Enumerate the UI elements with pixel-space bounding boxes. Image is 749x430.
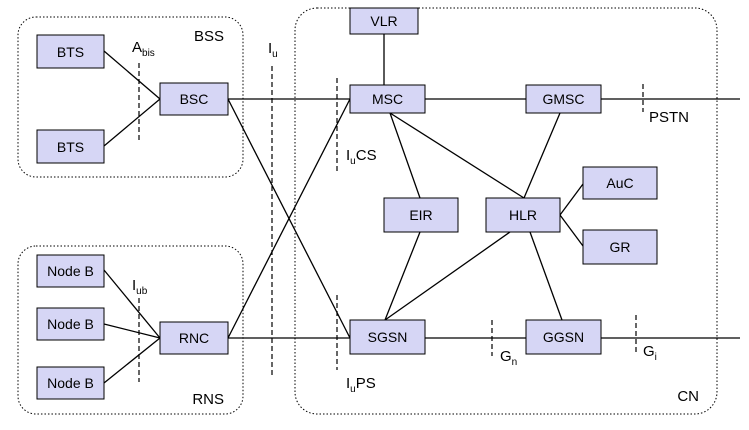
node-nodeb-2-label: Node B: [47, 316, 94, 332]
node-nodeb-2: Node B: [36, 307, 105, 341]
link-nodeb1-rnc: [103, 269, 161, 339]
node-vlr: VLR: [349, 7, 419, 35]
node-ggsn-label: GGSN: [543, 329, 584, 345]
node-sgsn: SGSN: [349, 319, 426, 355]
iups-label: IuPS: [346, 375, 376, 395]
rns-group: [17, 245, 244, 415]
link-bts1-bsc: [103, 50, 161, 100]
node-bts-1-label: BTS: [57, 44, 84, 60]
abis-label: Abis: [132, 39, 155, 59]
node-bts-1: BTS: [36, 34, 105, 69]
node-hlr-label: HLR: [509, 207, 537, 223]
link-eir-sgsn: [384, 231, 421, 321]
node-nodeb-3: Node B: [36, 366, 105, 400]
node-msc-label: MSC: [372, 91, 403, 107]
link-msc-eir: [389, 112, 421, 199]
iu-label: Iu: [268, 40, 278, 60]
node-auc-label: AuC: [606, 175, 633, 191]
node-vlr-label: VLR: [370, 13, 397, 29]
node-eir-label: EIR: [409, 207, 432, 223]
rns-label: RNS: [192, 391, 224, 408]
link-nodeb2-rnc: [103, 323, 161, 339]
pstn-label: PSTN: [649, 109, 689, 126]
iucs-label: IuCS: [346, 147, 377, 167]
node-hlr: HLR: [485, 197, 561, 233]
node-gr: GR: [582, 229, 658, 265]
link-gmsc-hlr: [523, 112, 561, 199]
node-bsc-label: BSC: [180, 91, 209, 107]
node-ggsn: GGSN: [525, 319, 602, 355]
node-gmsc-label: GMSC: [543, 91, 585, 107]
link-hlr-auc: [559, 183, 584, 216]
link-msc-hlr: [389, 112, 525, 199]
link-hlr-ggsn: [529, 231, 563, 321]
node-rnc: RNC: [159, 321, 229, 355]
link-hlr-gr: [559, 214, 584, 247]
cn-group: [294, 7, 718, 415]
node-eir: EIR: [383, 197, 459, 233]
node-gr-label: GR: [610, 239, 631, 255]
node-gmsc: GMSC: [525, 84, 602, 114]
node-auc: AuC: [582, 166, 658, 200]
interface-markers: [138, 63, 644, 382]
node-nodeb-1-label: Node B: [47, 263, 94, 279]
node-rnc-label: RNC: [179, 330, 209, 346]
cn-label: CN: [677, 388, 699, 405]
iub-label: Iub: [132, 277, 148, 297]
node-msc: MSC: [349, 84, 426, 114]
node-bts-2: BTS: [36, 129, 105, 164]
link-nodeb3-rnc: [103, 337, 161, 384]
gi-label: Gi: [643, 343, 657, 363]
link-rnc-msc: [227, 98, 351, 339]
bss-label: BSS: [194, 28, 224, 45]
node-nodeb-3-label: Node B: [47, 375, 94, 391]
node-sgsn-label: SGSN: [368, 329, 408, 345]
node-bts-2-label: BTS: [57, 139, 84, 155]
link-hlr-sgsn: [384, 231, 511, 321]
bss-group: [17, 16, 244, 178]
node-bsc: BSC: [159, 82, 229, 116]
connections: [103, 34, 740, 384]
node-nodeb-1: Node B: [36, 254, 105, 288]
link-bts2-bsc: [103, 98, 161, 147]
gn-label: Gn: [500, 348, 517, 368]
